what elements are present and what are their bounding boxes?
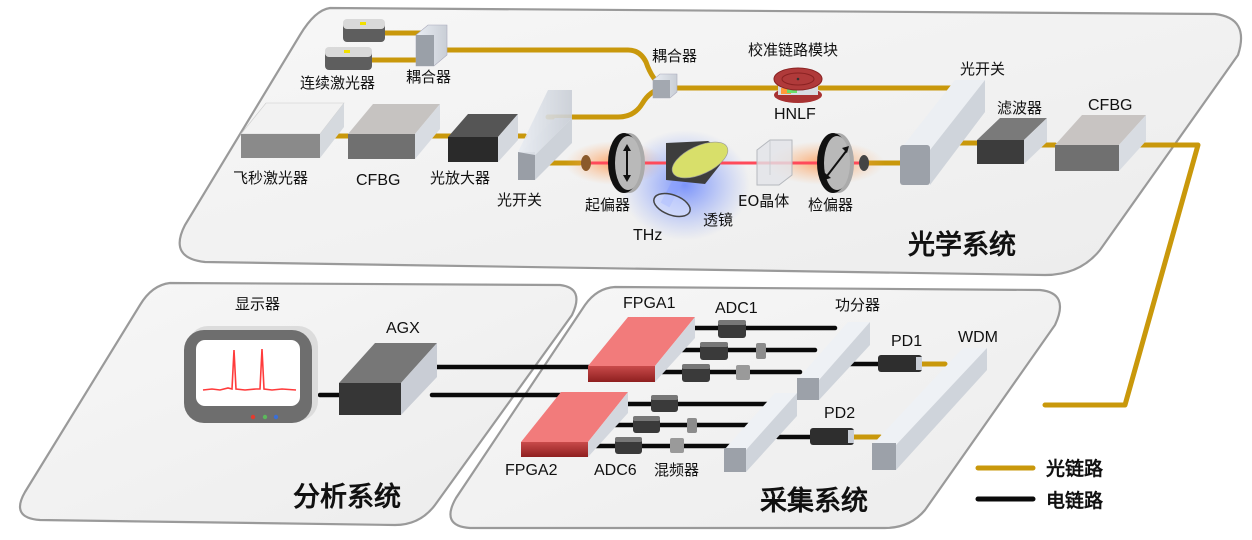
label-wdm: WDM [958, 329, 998, 346]
eo-crystal [756, 139, 793, 186]
adc-1 [718, 320, 746, 338]
hnlf-spool [773, 67, 823, 103]
label-lens: 透镜 [703, 211, 733, 229]
label-pd2: PD2 [824, 405, 855, 422]
label-splitter: 功分器 [835, 296, 880, 314]
polarizer [608, 133, 645, 193]
coupler-1 [415, 24, 448, 67]
pd-1 [878, 355, 922, 372]
legend-electrical-label: 电链路 [1046, 489, 1104, 512]
label-switch-right: 光开关 [960, 60, 1005, 78]
coupler-2 [652, 73, 678, 99]
label-cfbg-right: CFBG [1088, 97, 1132, 114]
label-analyzer: 检偏器 [808, 196, 853, 214]
title-analysis-system: 分析系统 [293, 481, 401, 513]
label-fs-laser: 飞秒激光器 [233, 169, 308, 187]
title-optical-system: 光学系统 [907, 229, 1016, 261]
spectrum-trace [202, 348, 297, 391]
indicator-red [250, 414, 256, 420]
pd-2 [810, 428, 854, 445]
label-filter: 滤波器 [997, 99, 1042, 117]
mixer-2 [736, 365, 750, 380]
label-eo-crystal: EO晶体 [738, 192, 789, 210]
label-coupler-2: 耦合器 [652, 47, 697, 65]
optical-links [330, 30, 1201, 440]
label-cfbg-left: CFBG [356, 172, 400, 189]
label-amplifier: 光放大器 [430, 169, 490, 187]
mixer-4 [670, 438, 684, 453]
agx-unit [339, 343, 437, 415]
adc-3 [682, 364, 710, 382]
power-splitter-1 [797, 322, 870, 400]
adc-4 [651, 395, 678, 412]
label-coupler-1: 耦合器 [406, 68, 451, 86]
mixer-1 [756, 343, 766, 359]
mixer-3 [687, 418, 697, 433]
indicator-green [262, 414, 268, 420]
parabolic-mirror [666, 141, 729, 184]
label-thz: THz [633, 227, 662, 244]
label-adc6: ADC6 [594, 462, 637, 479]
filter [977, 118, 1047, 164]
femtosecond-laser [240, 102, 345, 158]
label-adc1: ADC1 [715, 300, 758, 317]
collimator-right [859, 155, 869, 171]
label-polarizer: 起偏器 [585, 196, 630, 214]
label-calibration-module: 校准链路模块 [748, 41, 838, 59]
label-agx: AGX [386, 320, 420, 337]
cw-laser-1 [343, 19, 385, 42]
cfbg-left [348, 104, 440, 159]
wdm [872, 348, 987, 470]
cw-laser-2 [325, 47, 372, 70]
title-acquisition-system: 采集系统 [760, 485, 868, 517]
display-monitor [184, 326, 318, 423]
label-fpga2: FPGA2 [505, 462, 558, 479]
adc-5 [633, 416, 660, 433]
thz-lens [653, 192, 691, 218]
cfbg-right [1055, 115, 1146, 171]
label-hnlf: HNLF [774, 106, 816, 123]
analyzer [817, 133, 854, 193]
legend-optical-label: 光链路 [1045, 457, 1104, 480]
label-pd1: PD1 [891, 333, 922, 350]
optical-switch-left [518, 90, 572, 180]
collimator-left [581, 155, 591, 171]
label-cw-laser: 连续激光器 [300, 74, 375, 92]
power-splitter-2 [724, 393, 797, 472]
electrical-links [317, 325, 883, 449]
label-fpga1: FPGA1 [623, 295, 676, 312]
legend: 光链路 电链路 [975, 457, 1104, 512]
label-display: 显示器 [235, 295, 280, 313]
optical-switch-right [900, 80, 985, 185]
fpga-2 [521, 392, 628, 457]
acquisition-system-panel [449, 285, 1062, 530]
adc-2 [700, 342, 728, 360]
label-switch-left: 光开关 [497, 191, 542, 209]
label-mixer: 混频器 [654, 461, 699, 479]
fpga-1 [588, 317, 695, 382]
adc-6 [615, 437, 642, 454]
indicator-blue [273, 414, 279, 420]
optical-amplifier [448, 114, 518, 162]
